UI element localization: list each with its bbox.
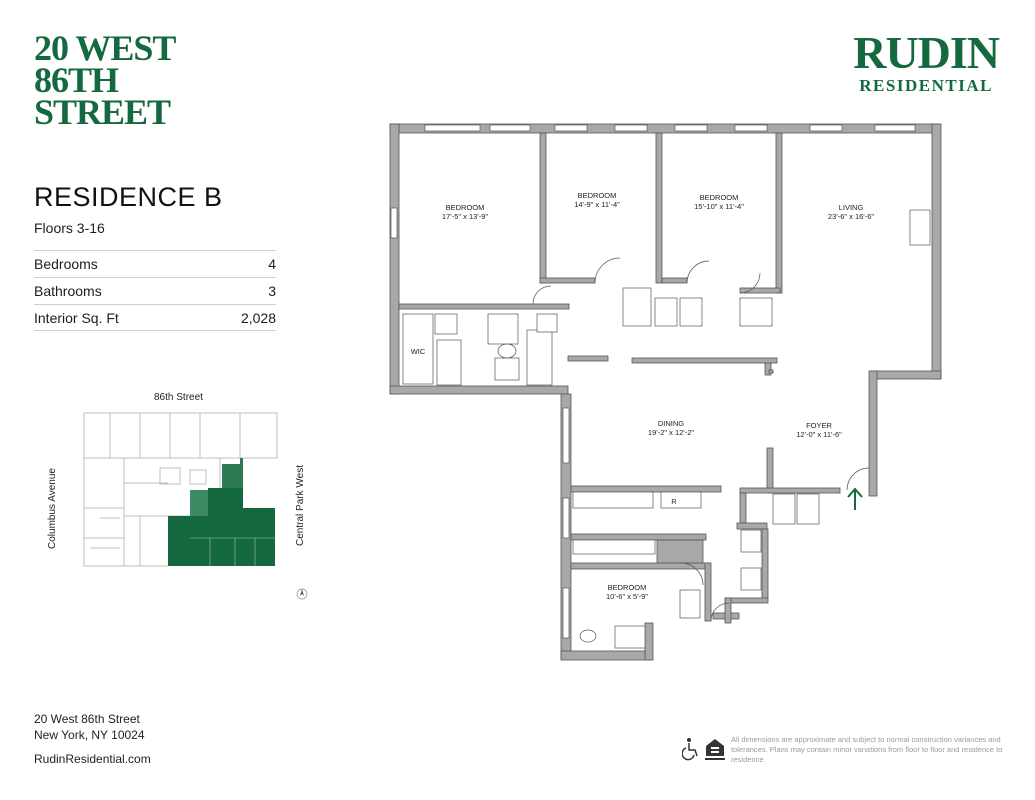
entry-arrow-icon xyxy=(847,487,863,510)
spec-row-bathrooms: Bathrooms 3 xyxy=(34,277,276,304)
spec-row-bedrooms: Bedrooms 4 xyxy=(34,250,276,277)
residence-title: RESIDENCE B xyxy=(34,182,223,212)
keyplan-drawing xyxy=(83,412,308,600)
room-bedroom-1-dims: 17'-5" x 13'-9" xyxy=(442,212,488,221)
building-title-line: 86TH xyxy=(34,60,119,100)
address-line: New York, NY 10024 xyxy=(34,728,145,742)
keyplan-north-street: 86th Street xyxy=(154,392,203,403)
wheelchair-accessible-icon xyxy=(682,738,698,761)
accessibility-icons xyxy=(682,738,725,761)
floor-plan: BEDROOM 17'-5" x 13'-9" BEDROOM 14'-9" x… xyxy=(389,123,942,661)
key-plan: 86th Street Columbus Avenue Central Park… xyxy=(40,388,330,613)
spec-value: 3 xyxy=(268,283,276,299)
building-title-line: STREET xyxy=(34,92,171,132)
website-link[interactable]: RudinResidential.com xyxy=(34,752,151,766)
rudin-logo: RUDIN RESIDENTIAL xyxy=(853,27,1000,96)
spec-label: Interior Sq. Ft xyxy=(34,309,119,326)
north-arrow-icon xyxy=(296,588,308,600)
room-bedroom-2-dims: 14'-9" x 11'-4" xyxy=(574,200,620,209)
room-bedroom-4-dims: 10'-6" x 5'-9" xyxy=(606,592,648,601)
disclaimer: All dimensions are approximate and subje… xyxy=(731,735,1003,764)
spec-value: 2,028 xyxy=(240,309,276,326)
residence-floors: Floors 3-16 xyxy=(34,220,105,236)
room-bedroom-2-name: BEDROOM xyxy=(578,191,617,200)
address-line: 20 West 86th Street xyxy=(34,712,140,726)
spec-table: Bedrooms 4 Bathrooms 3 Interior Sq. Ft 2… xyxy=(34,250,276,331)
room-bedroom-3-dims: 15'-10" x 11'-4" xyxy=(694,202,744,211)
room-living-dims: 23'-6" x 16'-6" xyxy=(828,212,874,221)
spec-label: Bedrooms xyxy=(34,256,98,272)
building-title-line: 20 WEST xyxy=(34,28,176,68)
building-title: 20 WEST 86TH STREET xyxy=(34,28,234,132)
room-bedroom-4-name: BEDROOM xyxy=(608,583,647,592)
room-foyer-name: FOYER xyxy=(806,421,832,430)
room-bedroom-3-name: BEDROOM xyxy=(700,193,739,202)
room-wic-name: WIC xyxy=(411,347,426,356)
refrigerator-label: R xyxy=(671,497,677,506)
room-bedroom-1-name: BEDROOM xyxy=(446,203,485,212)
room-dining-dims: 19'-2" x 12'-2" xyxy=(648,428,694,437)
room-living-name: LIVING xyxy=(839,203,864,212)
spec-row-sqft: Interior Sq. Ft 2,028 xyxy=(34,304,276,331)
room-foyer-dims: 12'-0" x 11'-6" xyxy=(796,430,842,439)
rudin-logo-sub: RESIDENTIAL xyxy=(859,76,993,95)
room-dining-name: DINING xyxy=(658,419,684,428)
rudin-logo-name: RUDIN xyxy=(853,27,1000,78)
address: 20 West 86th Street New York, NY 10024 xyxy=(34,711,145,743)
spec-value: 4 xyxy=(268,256,276,272)
spec-label: Bathrooms xyxy=(34,283,102,299)
equal-housing-opportunity-icon xyxy=(705,739,725,760)
